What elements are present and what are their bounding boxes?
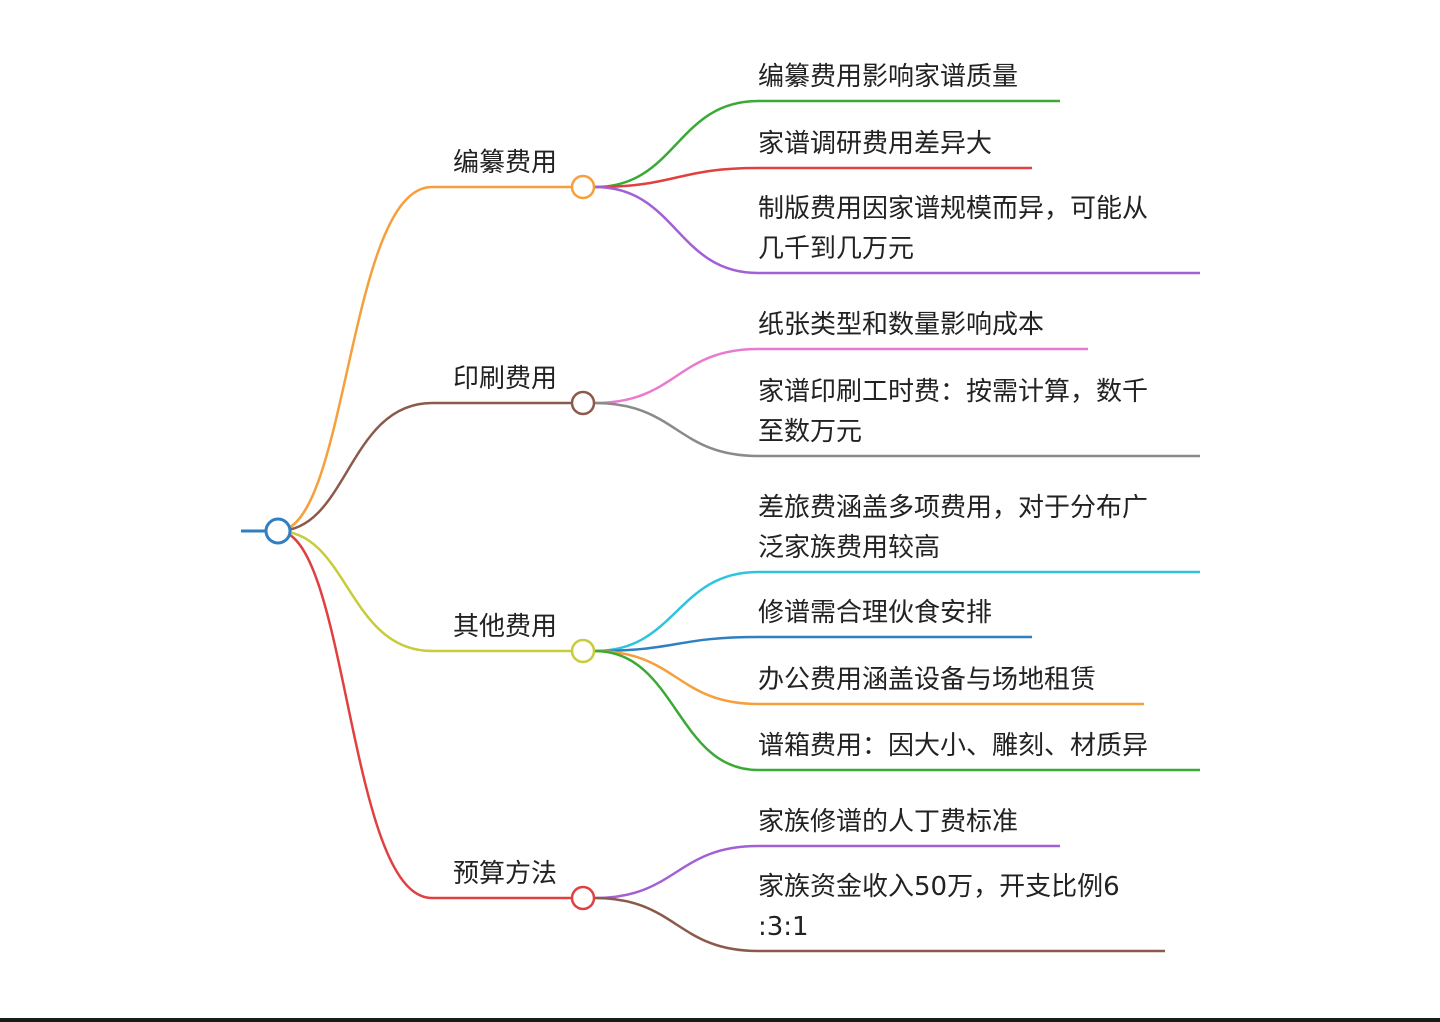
root-node[interactable] [264, 517, 292, 545]
child-topic-label[interactable]: 家谱调研费用差异大 [758, 129, 993, 159]
child-connector-0-1 [594, 166, 759, 189]
branch-topic-label[interactable]: 编纂费用 [453, 148, 558, 178]
child-topic-label[interactable]: 修谱需合理伙食安排 [758, 598, 993, 628]
branch-connector-0 [277, 185, 433, 533]
child-connector-2-2 [594, 649, 759, 706]
child-topic-label[interactable]: 编纂费用影响家谱质量 [758, 62, 1019, 92]
child-topic-label[interactable]: 谱箱费用：因大小、雕刻、材质异 [758, 731, 1149, 761]
child-topic-label[interactable]: 几千到几万元 [758, 234, 915, 264]
child-topic-label[interactable]: 制版费用因家谱规模而异，可能从 [758, 194, 1149, 224]
branch-node-2[interactable] [570, 638, 596, 664]
branch-topic-label[interactable]: 其他费用 [453, 612, 558, 642]
branch-connector-1 [277, 401, 433, 533]
child-connector-0-0 [594, 99, 759, 189]
child-topic-label[interactable]: 家谱印刷工时费：按需计算，数千 [758, 377, 1149, 407]
branch-node-3[interactable] [570, 885, 596, 911]
child-connector-0-2 [594, 185, 759, 275]
child-topic-label[interactable]: 纸张类型和数量影响成本 [758, 310, 1045, 340]
branch-topic-label[interactable]: 印刷费用 [453, 364, 558, 394]
child-topic-label[interactable]: 家族资金收入50万，开支比例6 [758, 872, 1120, 902]
child-topic-label[interactable]: :3:1 [758, 912, 809, 942]
branch-topic-label[interactable]: 预算方法 [453, 859, 558, 889]
child-connector-3-1 [594, 896, 759, 953]
child-topic-label[interactable]: 家族修谱的人丁费标准 [758, 807, 1019, 837]
child-connector-2-0 [594, 570, 759, 653]
child-connector-2-3 [594, 649, 759, 772]
window-bottom-edge [0, 1018, 1440, 1022]
child-connector-1-0 [594, 347, 759, 405]
child-connector-3-0 [594, 844, 759, 900]
branch-connector-3 [277, 529, 433, 900]
child-topic-label[interactable]: 办公费用涵盖设备与场地租赁 [758, 665, 1097, 695]
child-topic-label[interactable]: 泛家族费用较高 [758, 533, 941, 563]
branch-connector-2 [277, 529, 433, 653]
branch-node-0[interactable] [570, 174, 596, 200]
child-topic-label[interactable]: 至数万元 [758, 417, 863, 447]
child-connector-2-1 [594, 635, 759, 653]
child-topic-label[interactable]: 差旅费涵盖多项费用，对于分布广 [758, 493, 1149, 523]
branch-node-1[interactable] [570, 390, 596, 416]
child-connector-1-1 [594, 401, 759, 458]
